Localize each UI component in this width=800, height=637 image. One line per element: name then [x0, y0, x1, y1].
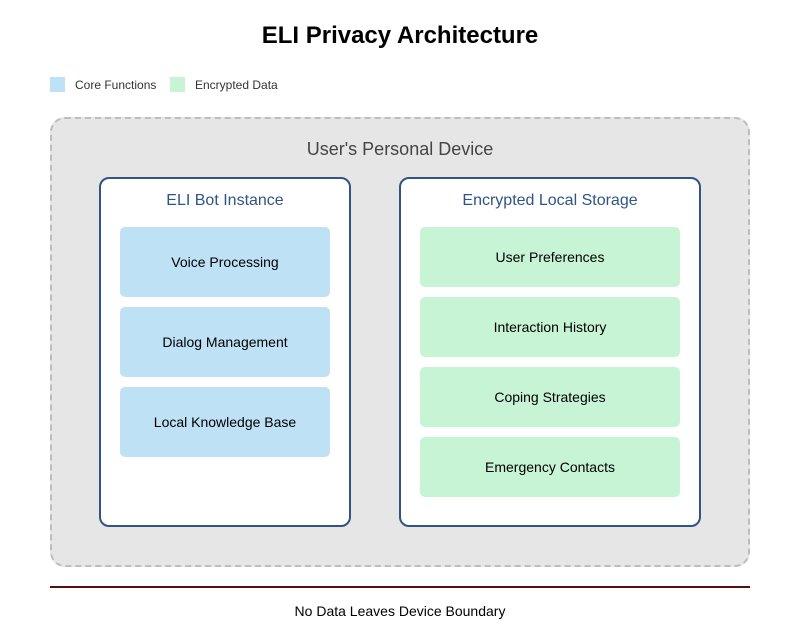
legend-label-encrypted: Encrypted Data	[195, 78, 278, 92]
device-boundary-line	[50, 586, 750, 588]
encrypted-data-box: Interaction History	[420, 297, 680, 357]
device-boundary-label: No Data Leaves Device Boundary	[294, 603, 506, 619]
encrypted-data-box: User Preferences	[420, 227, 680, 287]
core-function-box: Local Knowledge Base	[120, 387, 330, 457]
device-title: User's Personal Device	[306, 139, 494, 159]
legend-swatch-encrypted	[170, 77, 185, 92]
encrypted-data-box: Emergency Contacts	[420, 437, 680, 497]
encrypted-storage-title: Encrypted Local Storage	[462, 192, 638, 209]
core-function-box: Voice Processing	[120, 227, 330, 297]
encrypted-data-box: Coping Strategies	[420, 367, 680, 427]
bot-instance-title: ELI Bot Instance	[166, 192, 284, 209]
page-title: ELI Privacy Architecture	[261, 22, 539, 49]
core-function-box: Dialog Management	[120, 307, 330, 377]
legend-swatch-core	[50, 77, 65, 92]
legend-label-core: Core Functions	[75, 78, 157, 92]
